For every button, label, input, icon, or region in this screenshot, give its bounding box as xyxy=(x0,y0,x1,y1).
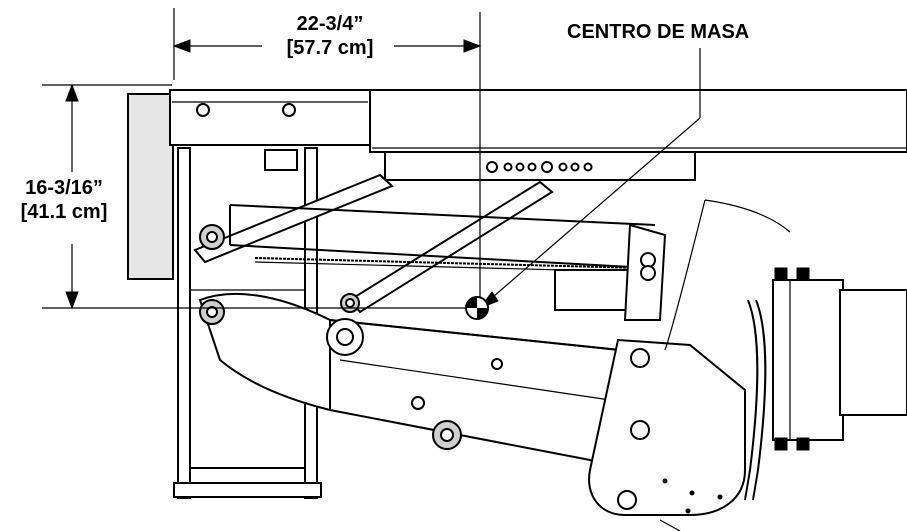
top-cross-plate xyxy=(169,89,371,146)
motor-bracket xyxy=(554,269,631,311)
center-of-mass-symbol xyxy=(465,296,489,320)
pivot-plate xyxy=(588,338,746,516)
width-imperial: 22-3/4” xyxy=(296,13,364,35)
left-side-plate xyxy=(127,93,174,280)
width-metric: [57.7 cm] xyxy=(286,37,374,59)
motor-assembly xyxy=(744,267,907,501)
width-dimension-label: 22-3/4” [57.7 cm] xyxy=(255,12,405,60)
height-dimension xyxy=(42,83,480,310)
height-metric: [41.1 cm] xyxy=(20,201,108,223)
adjustment-holes xyxy=(486,161,593,173)
drive-chain xyxy=(254,257,641,269)
center-of-mass-label: CENTRO DE MASA xyxy=(567,21,750,43)
adjustment-hole-bar xyxy=(384,151,696,181)
height-dimension-label: 16-3/16” [41.1 cm] xyxy=(0,176,128,224)
vertical-ladder-frame xyxy=(173,147,322,499)
long-beam xyxy=(369,89,907,153)
height-imperial: 16-3/16” xyxy=(25,177,103,199)
width-dimension xyxy=(172,8,482,305)
rollers xyxy=(199,224,503,450)
